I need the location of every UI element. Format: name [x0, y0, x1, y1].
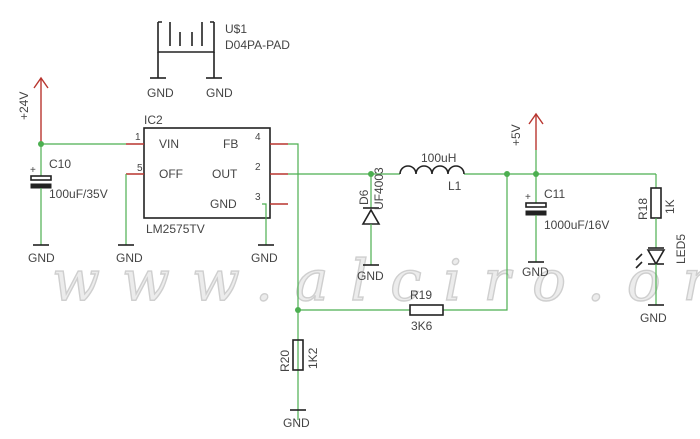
junction-5v	[533, 171, 539, 177]
c11-name: C11	[544, 187, 565, 201]
l1-name: L1	[448, 179, 462, 193]
gnd-symbol-u1a: GND	[147, 77, 174, 100]
ic-lm2575: IC2 LM2575TV VIN OFF FB OUT GND 1 5 4 2 …	[126, 113, 288, 236]
u1-name: U$1	[225, 22, 247, 36]
gnd-label: GND	[251, 251, 278, 265]
wires-feedback	[298, 174, 508, 311]
junction-feedback	[504, 171, 510, 177]
gnd-symbol-c11: GND	[522, 261, 549, 279]
capacitor-c11: + C11 1000uF/16V	[525, 174, 609, 262]
r20-value: 1K2	[306, 347, 320, 369]
c10-value: 100uF/35V	[49, 187, 108, 201]
gnd-label: GND	[522, 265, 549, 279]
led-led5: LED5	[635, 234, 688, 305]
resistor-r18: R18 1K	[636, 174, 677, 248]
gnd-symbol-led5: GND	[640, 304, 667, 325]
r18-name: R18	[636, 198, 650, 220]
junction-fb	[295, 307, 301, 313]
v5-label: +5V	[509, 124, 523, 146]
pin-number-2: 2	[255, 162, 261, 173]
gnd-symbol-u1b: GND	[206, 77, 233, 100]
diode-d6: D6 UF4003	[357, 167, 386, 265]
gnd-symbol-off: GND	[116, 244, 143, 265]
ic2-value: LM2575TV	[146, 222, 205, 236]
gnd-symbol-c10: GND	[28, 244, 55, 265]
ic2-pin-out: OUT	[212, 167, 238, 181]
ic2-name: IC2	[144, 113, 163, 127]
gnd-label: GND	[28, 251, 55, 265]
resistor-r19: R19 3K6	[409, 288, 444, 333]
power-symbol-5v: +5V	[509, 112, 544, 150]
r18-value: 1K	[663, 199, 677, 214]
pin-number-4: 4	[255, 132, 261, 143]
heatsink-u1: U$1 D04PA-PAD	[157, 21, 290, 78]
pin-number-3: 3	[255, 192, 261, 203]
u1-value: D04PA-PAD	[225, 38, 290, 52]
gnd-symbol-r20: GND	[283, 409, 310, 430]
power-symbol-24v: +24V	[17, 76, 49, 144]
r19-name: R19	[410, 288, 432, 302]
capacitor-c10: + C10 100uF/35V	[30, 144, 108, 245]
junction-diode	[368, 171, 374, 177]
gnd-label: GND	[640, 311, 667, 325]
resistor-r20: R20 1K2	[278, 339, 320, 372]
gnd-symbol-d6: GND	[357, 264, 384, 283]
gnd-label: GND	[283, 416, 310, 430]
gnd-label: GND	[206, 86, 233, 100]
gnd-symbol-ic: GND	[251, 244, 278, 265]
pin-number-1: 1	[135, 132, 141, 143]
c11-value: 1000uF/16V	[544, 218, 609, 232]
v24-label: +24V	[17, 92, 31, 120]
gnd-label: GND	[147, 86, 174, 100]
svg-text:+: +	[525, 192, 531, 203]
gnd-label: GND	[357, 269, 384, 283]
led5-name: LED5	[674, 234, 688, 264]
r20-name: R20	[278, 350, 292, 372]
ic2-pin-fb: FB	[223, 137, 238, 151]
pin-number-5: 5	[137, 163, 143, 174]
d6-value: UF4003	[372, 167, 386, 210]
d6-name: D6	[357, 189, 371, 205]
ic2-pin-gnd: GND	[210, 197, 237, 211]
l1-value: 100uH	[421, 151, 456, 165]
junction-24v	[38, 141, 44, 147]
svg-text:+: +	[30, 165, 36, 176]
ic2-pin-off: OFF	[159, 167, 183, 181]
r19-value: 3K6	[411, 319, 433, 333]
watermark: www.alciro.org	[52, 249, 700, 314]
c10-name: C10	[49, 157, 71, 171]
gnd-label: GND	[116, 251, 143, 265]
inductor-l1: 100uH L1	[399, 151, 465, 193]
ic2-pin-vin: VIN	[159, 137, 179, 151]
